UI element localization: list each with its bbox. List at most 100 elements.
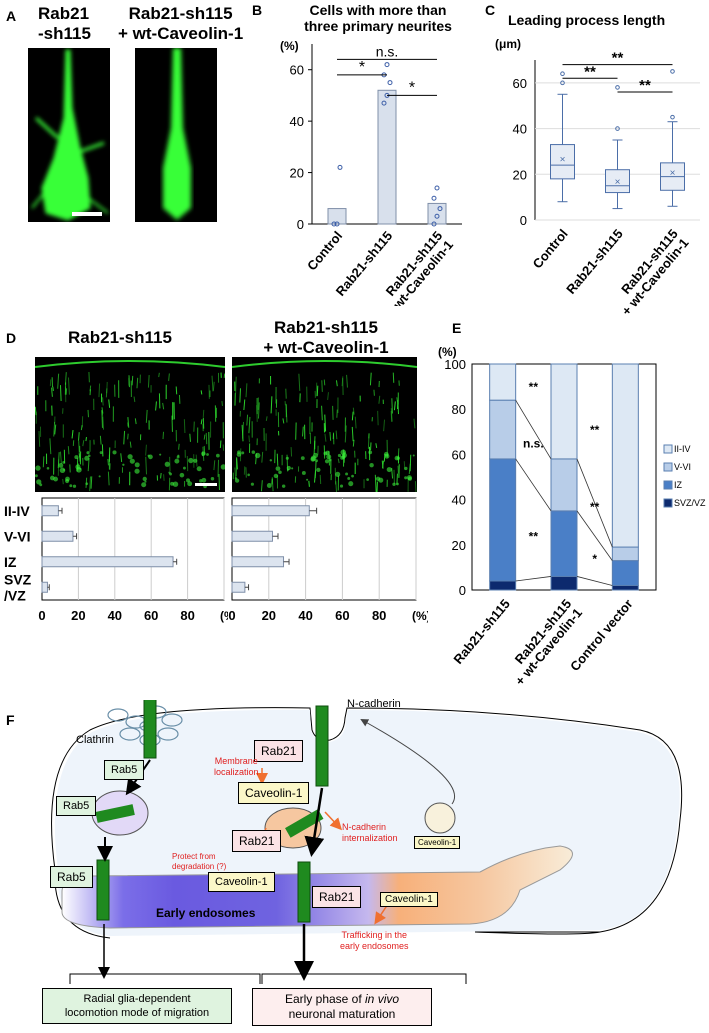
cortexL-cell-26 — [174, 458, 180, 464]
cortexL-cell-51 — [134, 462, 140, 468]
cortexR-cell-39 — [254, 452, 261, 459]
chart-c-outlier-0-0 — [560, 80, 565, 86]
cortexR-fiber-72 — [315, 382, 318, 397]
cortexR-fiber-54 — [245, 383, 248, 398]
outcome-neuronal-maturation: Early phase of in vivo neuronal maturati… — [252, 988, 432, 1026]
label-rab5-membrane: Rab5 — [104, 760, 145, 780]
cortexL-fiber-132 — [163, 474, 165, 481]
cortexL-fiber-0 — [127, 433, 129, 440]
chart-c-ytick-label-60: 60 — [513, 76, 527, 91]
cortexL-fiber-126 — [102, 416, 104, 430]
chart-d-left-ylabel-2: IZ — [4, 554, 17, 570]
cortexL-fiber-157 — [147, 375, 150, 388]
cortexL-cell-52 — [127, 454, 133, 460]
cortexL-fiber-10 — [178, 443, 180, 450]
chart-e-xlabel-1: Rab21-sh115+ wt-Caveolin-1 — [501, 596, 585, 685]
chart-e-seg-0-2 — [489, 399, 517, 460]
cortexR-fiber-63 — [351, 411, 354, 421]
chart-c: (μm)0204060×Control×Rab21-sh115×Rab21-sh… — [495, 37, 700, 318]
cortexR-cell-36 — [392, 482, 396, 486]
cortexL-cell-33 — [187, 481, 193, 487]
chart-d-left-ylabel-1: V-VI — [4, 528, 30, 544]
cortexR-cell-9 — [335, 471, 341, 477]
chart-d-right-xtick-60: 60 — [335, 608, 349, 623]
cortexR-cell-40 — [301, 471, 306, 475]
cortexR-cell-6 — [386, 467, 392, 473]
cortexL-fiber-50 — [78, 441, 81, 458]
chart-d-right-bar-2 — [231, 556, 285, 568]
chart-e-seg-2-0 — [611, 584, 639, 591]
chart-e-seg-1-2 — [550, 458, 578, 512]
chart-e-legend-label-3: SVZ/VZ — [674, 498, 706, 508]
cortexR-fiber-91 — [324, 414, 327, 432]
cortexL-fiber-103 — [189, 433, 191, 442]
chart-e-link-0-2 — [515, 399, 552, 460]
chart-e-legend-swatch-2 — [663, 480, 673, 490]
panel-label-d: D — [6, 330, 17, 346]
cortexL-cell-15 — [98, 475, 101, 478]
panel-label-c: C — [485, 2, 496, 18]
chart-e-seg-1-3 — [550, 363, 578, 460]
cortexR-cell-58 — [273, 473, 279, 479]
label-n-cadherin: N-cadherin — [347, 698, 401, 710]
chart-b-point-2-2 — [437, 206, 443, 212]
cortexL-cell-35 — [147, 454, 150, 457]
cortexR-fiber-25 — [276, 453, 279, 466]
chart-b-point-2-0 — [431, 221, 437, 227]
cortexR-fiber-60 — [270, 396, 273, 414]
cortexR-fiber-92 — [393, 401, 396, 411]
chart-b-sig-label-0: * — [359, 59, 365, 76]
cortexL-cell-6 — [141, 482, 147, 488]
cortexL-fiber-61 — [101, 410, 103, 428]
chart-d-right-bar-0 — [231, 505, 310, 517]
cortexL-cell-54 — [65, 478, 70, 484]
chart-b-bar-0 — [327, 208, 347, 225]
chart-d-left-xtick-80: 80 — [180, 608, 194, 623]
cortexL-fiber-152 — [133, 396, 136, 403]
cortexL-cell-34 — [46, 467, 50, 470]
micrograph-rab21-sh115-caveolin — [135, 48, 217, 222]
cortexL-fiber-112 — [80, 425, 83, 431]
chart-d-right-bar-1 — [231, 530, 273, 542]
cortexL-cell-50 — [210, 476, 215, 481]
cortexR-fiber-52 — [265, 416, 268, 421]
label-rab5-endosome: Rab5 — [50, 866, 93, 888]
chart-e-legend-label-2: IZ — [674, 480, 683, 490]
chart-c-ytick-label-40: 40 — [513, 122, 527, 137]
cortexR-cell-25 — [366, 478, 370, 481]
cortexR-fiber-23 — [239, 388, 241, 403]
label-rab5-vesicle: Rab5 — [56, 796, 97, 816]
cortexR-cell-45 — [341, 455, 346, 459]
cortexR-fiber-108 — [408, 463, 411, 474]
cortexL-fiber-86 — [107, 458, 109, 466]
cortexL-fiber-147 — [82, 440, 85, 447]
cortexL-fiber-4 — [67, 377, 70, 395]
cortexR-cell-33 — [339, 484, 344, 488]
cortexL-cell-46 — [179, 472, 185, 478]
chart-d-left-xunit: (%) — [220, 609, 228, 623]
cortexL-fiber-100 — [108, 399, 111, 408]
cortexR-cell-17 — [384, 453, 390, 459]
cortexR-cell-49 — [329, 459, 332, 462]
cortexR-cell-42 — [347, 477, 351, 480]
cortexR-cell-31 — [241, 451, 245, 455]
cortexR-fiber-33 — [352, 439, 355, 447]
diagram-f — [51, 700, 683, 984]
chart-d-right-xunit: (%) — [412, 609, 428, 623]
chart-d-left-bar-3 — [41, 581, 48, 593]
panel-label-e: E — [452, 320, 462, 336]
chart-c-box-1 — [605, 169, 630, 194]
chart-b-point-1-4 — [384, 62, 390, 68]
cortexR-fiber-88 — [414, 481, 417, 492]
cortexL-cell-53 — [79, 467, 82, 470]
cortexL-cell-32 — [112, 450, 117, 455]
chart-e-legend-label-1: V-VI — [674, 462, 691, 472]
cortexL-fiber-99 — [67, 446, 70, 455]
chart-c-sig-label-0: ** — [584, 63, 596, 80]
cortexR-fiber-119 — [329, 431, 332, 441]
cortexR-fiber-125 — [257, 402, 260, 419]
cortexL-cell-42 — [36, 479, 42, 485]
